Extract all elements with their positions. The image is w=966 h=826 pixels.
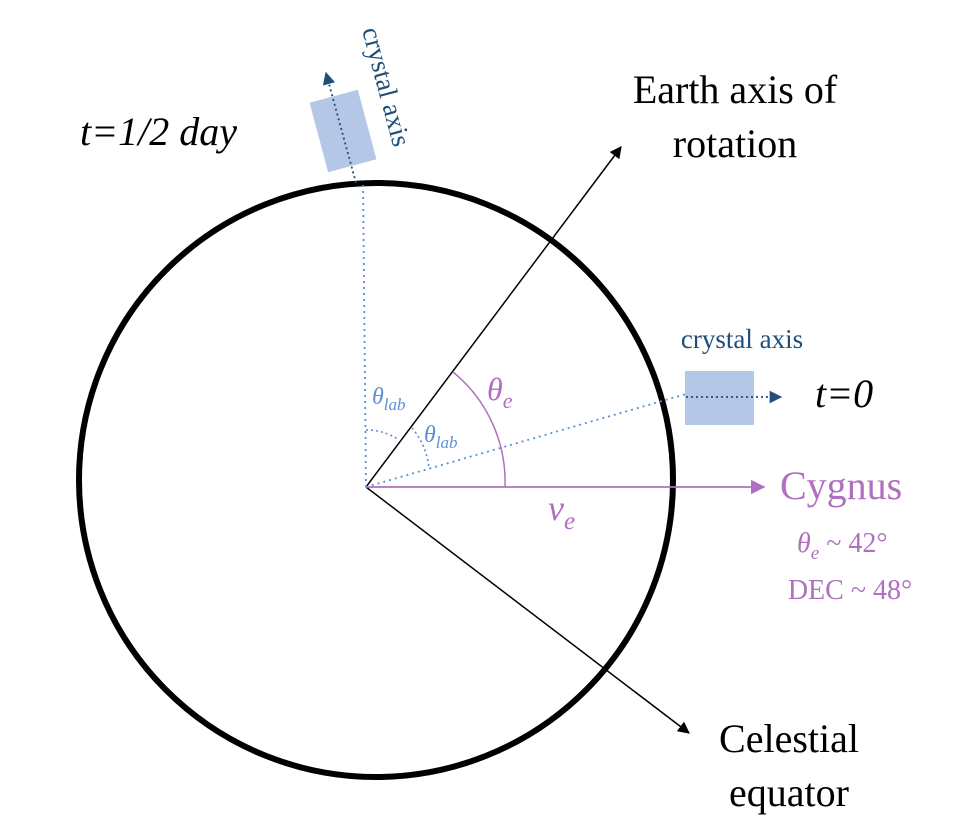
theta-lab-label-upper: θlab bbox=[372, 384, 406, 414]
earth-circle bbox=[76, 180, 676, 780]
dec-value-label: DEC ~ 48° bbox=[788, 575, 912, 606]
celestial-equator-label-line1: Celestial bbox=[719, 716, 859, 761]
crystal-block-right bbox=[685, 371, 754, 425]
theta-e-value-label: θe ~ 42° bbox=[797, 528, 888, 564]
t-half-day-label: t=1/2 day bbox=[80, 109, 237, 154]
theta-lab-arc-upper bbox=[365, 429, 400, 441]
v-e-label: ve bbox=[548, 488, 575, 535]
celestial-equator-label-line2: equator bbox=[729, 770, 849, 815]
theta-lab-arc-lower bbox=[411, 427, 430, 470]
theta-e-arc bbox=[452, 371, 506, 488]
cygnus-label: Cygnus bbox=[780, 463, 902, 508]
crystal-axis-t0-dotted bbox=[365, 393, 687, 488]
crystal-axis-top-arrow bbox=[322, 71, 357, 184]
theta-lab-label-lower: θlab bbox=[424, 422, 458, 452]
theta-e-label: θe bbox=[487, 371, 513, 413]
celestial-equator-arrow bbox=[365, 486, 690, 734]
t-zero-label: t=0 bbox=[815, 371, 873, 416]
crystal-axis-vertical-dotted bbox=[362, 179, 367, 488]
crystal-block-top bbox=[309, 89, 377, 173]
crystal-axis-right-label: crystal axis bbox=[681, 324, 803, 354]
earth-axis-arrow bbox=[365, 146, 622, 488]
earth-axis-label-line2: rotation bbox=[673, 121, 797, 166]
earth-axis-label-line1: Earth axis of bbox=[633, 67, 838, 112]
